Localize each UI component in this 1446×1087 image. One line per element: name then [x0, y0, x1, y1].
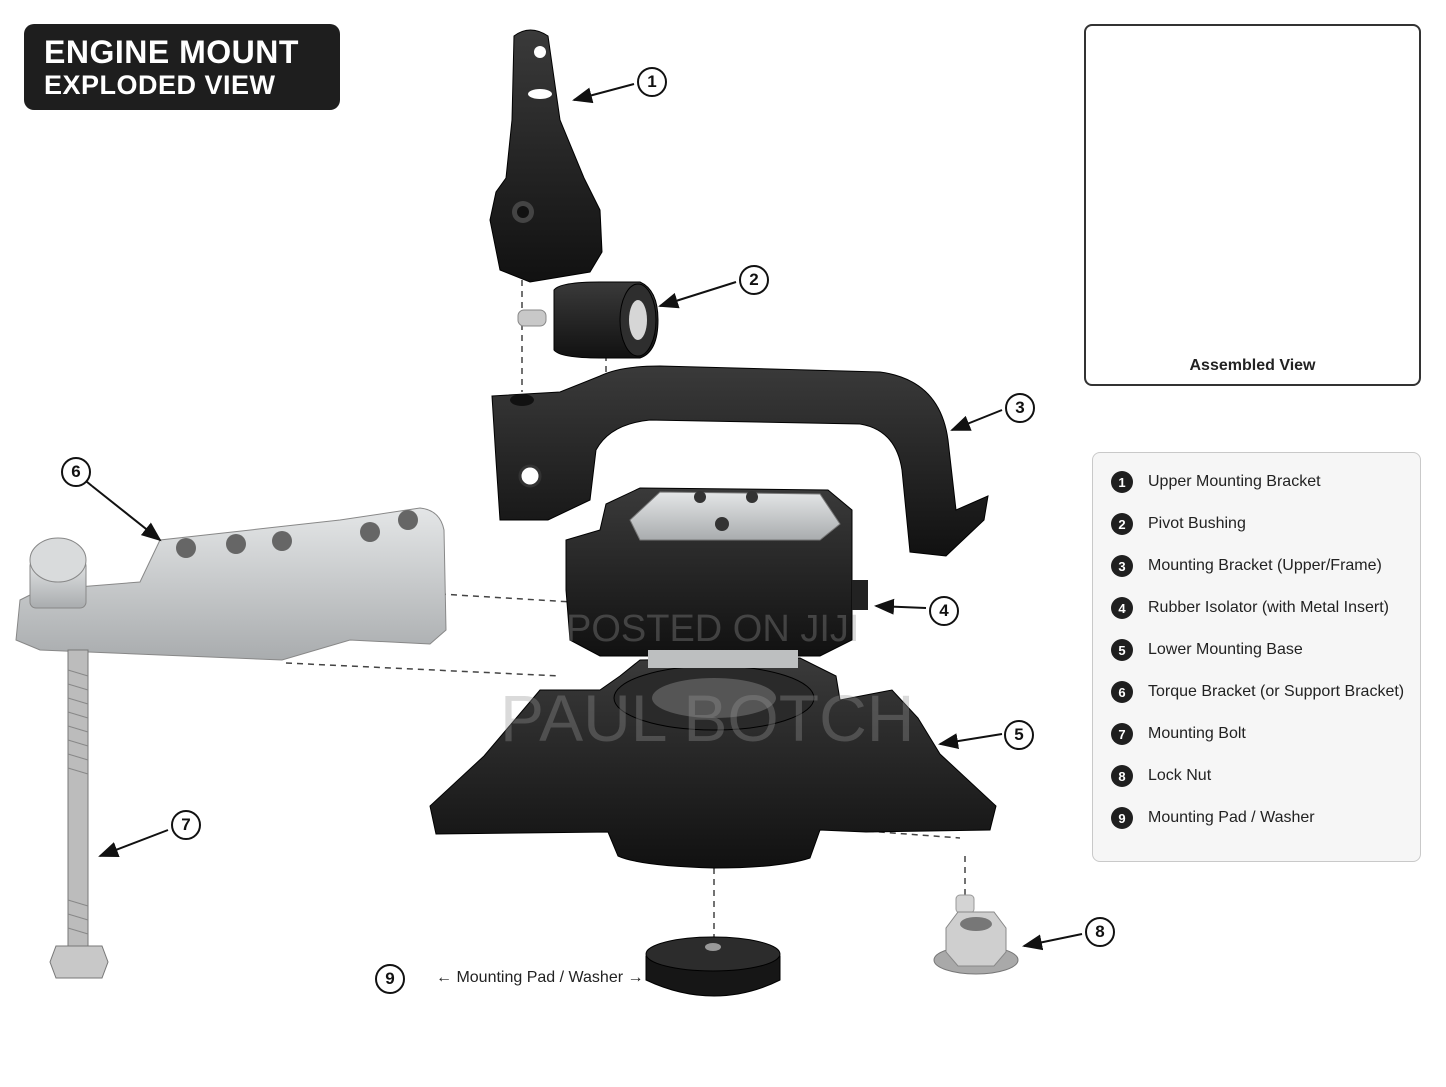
- rubber-isolator-part: [565, 487, 868, 657]
- legend-label: Rubber Isolator (with Metal Insert): [1148, 599, 1389, 616]
- parts-legend: 1 Upper Mounting Bracket 2 Pivot Bushing…: [1092, 452, 1421, 862]
- lower-mounting-base-part: [429, 650, 997, 869]
- assembled-view-caption: Assembled View: [1189, 357, 1316, 374]
- pivot-bushing-part: [517, 281, 659, 359]
- callout-2: 2: [739, 265, 769, 295]
- legend-label: Mounting Bolt: [1148, 725, 1246, 742]
- frame-mounting-bracket-part: [491, 365, 989, 557]
- assembled-view-panel: Assembled View: [1084, 24, 1421, 386]
- callout-4: 4: [929, 596, 959, 626]
- legend-number-badge: 7: [1111, 723, 1133, 745]
- legend-label: Lower Mounting Base: [1148, 641, 1303, 658]
- legend-item-8: 8 Lock Nut: [1111, 764, 1211, 788]
- legend-number-badge: 6: [1111, 681, 1133, 703]
- callout-1: 1: [637, 67, 667, 97]
- callout-5: 5: [1004, 720, 1034, 750]
- legend-item-5: 5 Lower Mounting Base: [1111, 638, 1303, 662]
- upper-mounting-bracket-part: [489, 29, 603, 283]
- callout-9: 9: [375, 964, 405, 994]
- legend-item-7: 7 Mounting Bolt: [1111, 722, 1246, 746]
- legend-number-badge: 2: [1111, 513, 1133, 535]
- legend-number-badge: 8: [1111, 765, 1133, 787]
- mounting-bolt-part: [49, 649, 109, 979]
- title-line-1: ENGINE MOUNT: [44, 34, 299, 70]
- callout-7: 7: [171, 810, 201, 840]
- title-line-2: EXPLODED VIEW: [44, 70, 276, 100]
- washer-inline-label: ← Mounting Pad / Washer →: [436, 969, 644, 986]
- title-banner: ENGINE MOUNT EXPLODED VIEW: [24, 24, 340, 110]
- legend-number-badge: 9: [1111, 807, 1133, 829]
- torque-bracket-part: [15, 507, 447, 661]
- legend-item-9: 9 Mounting Pad / Washer: [1111, 806, 1315, 830]
- legend-label: Mounting Pad / Washer: [1148, 809, 1315, 826]
- legend-number-badge: 1: [1111, 471, 1133, 493]
- legend-item-2: 2 Pivot Bushing: [1111, 512, 1246, 536]
- callout-8: 8: [1085, 917, 1115, 947]
- legend-label: Mounting Bracket (Upper/Frame): [1148, 557, 1382, 574]
- legend-item-1: 1 Upper Mounting Bracket: [1111, 470, 1321, 494]
- legend-number-badge: 3: [1111, 555, 1133, 577]
- callout-3: 3: [1005, 393, 1035, 423]
- legend-label: Lock Nut: [1148, 767, 1212, 784]
- legend-item-4: 4 Rubber Isolator (with Metal Insert): [1111, 596, 1389, 620]
- callout-6: 6: [61, 457, 91, 487]
- legend-item-3: 3 Mounting Bracket (Upper/Frame): [1111, 554, 1382, 578]
- legend-label: Pivot Bushing: [1148, 515, 1246, 532]
- legend-number-badge: 5: [1111, 639, 1133, 661]
- mounting-pad-washer-part: [645, 936, 781, 997]
- legend-label: Torque Bracket (or Support Bracket): [1148, 683, 1405, 700]
- legend-label: Upper Mounting Bracket: [1148, 473, 1321, 490]
- legend-number-badge: 4: [1111, 597, 1133, 619]
- lock-nut-part: [933, 894, 1019, 975]
- legend-item-6: 6 Torque Bracket (or Support Bracket): [1111, 680, 1404, 704]
